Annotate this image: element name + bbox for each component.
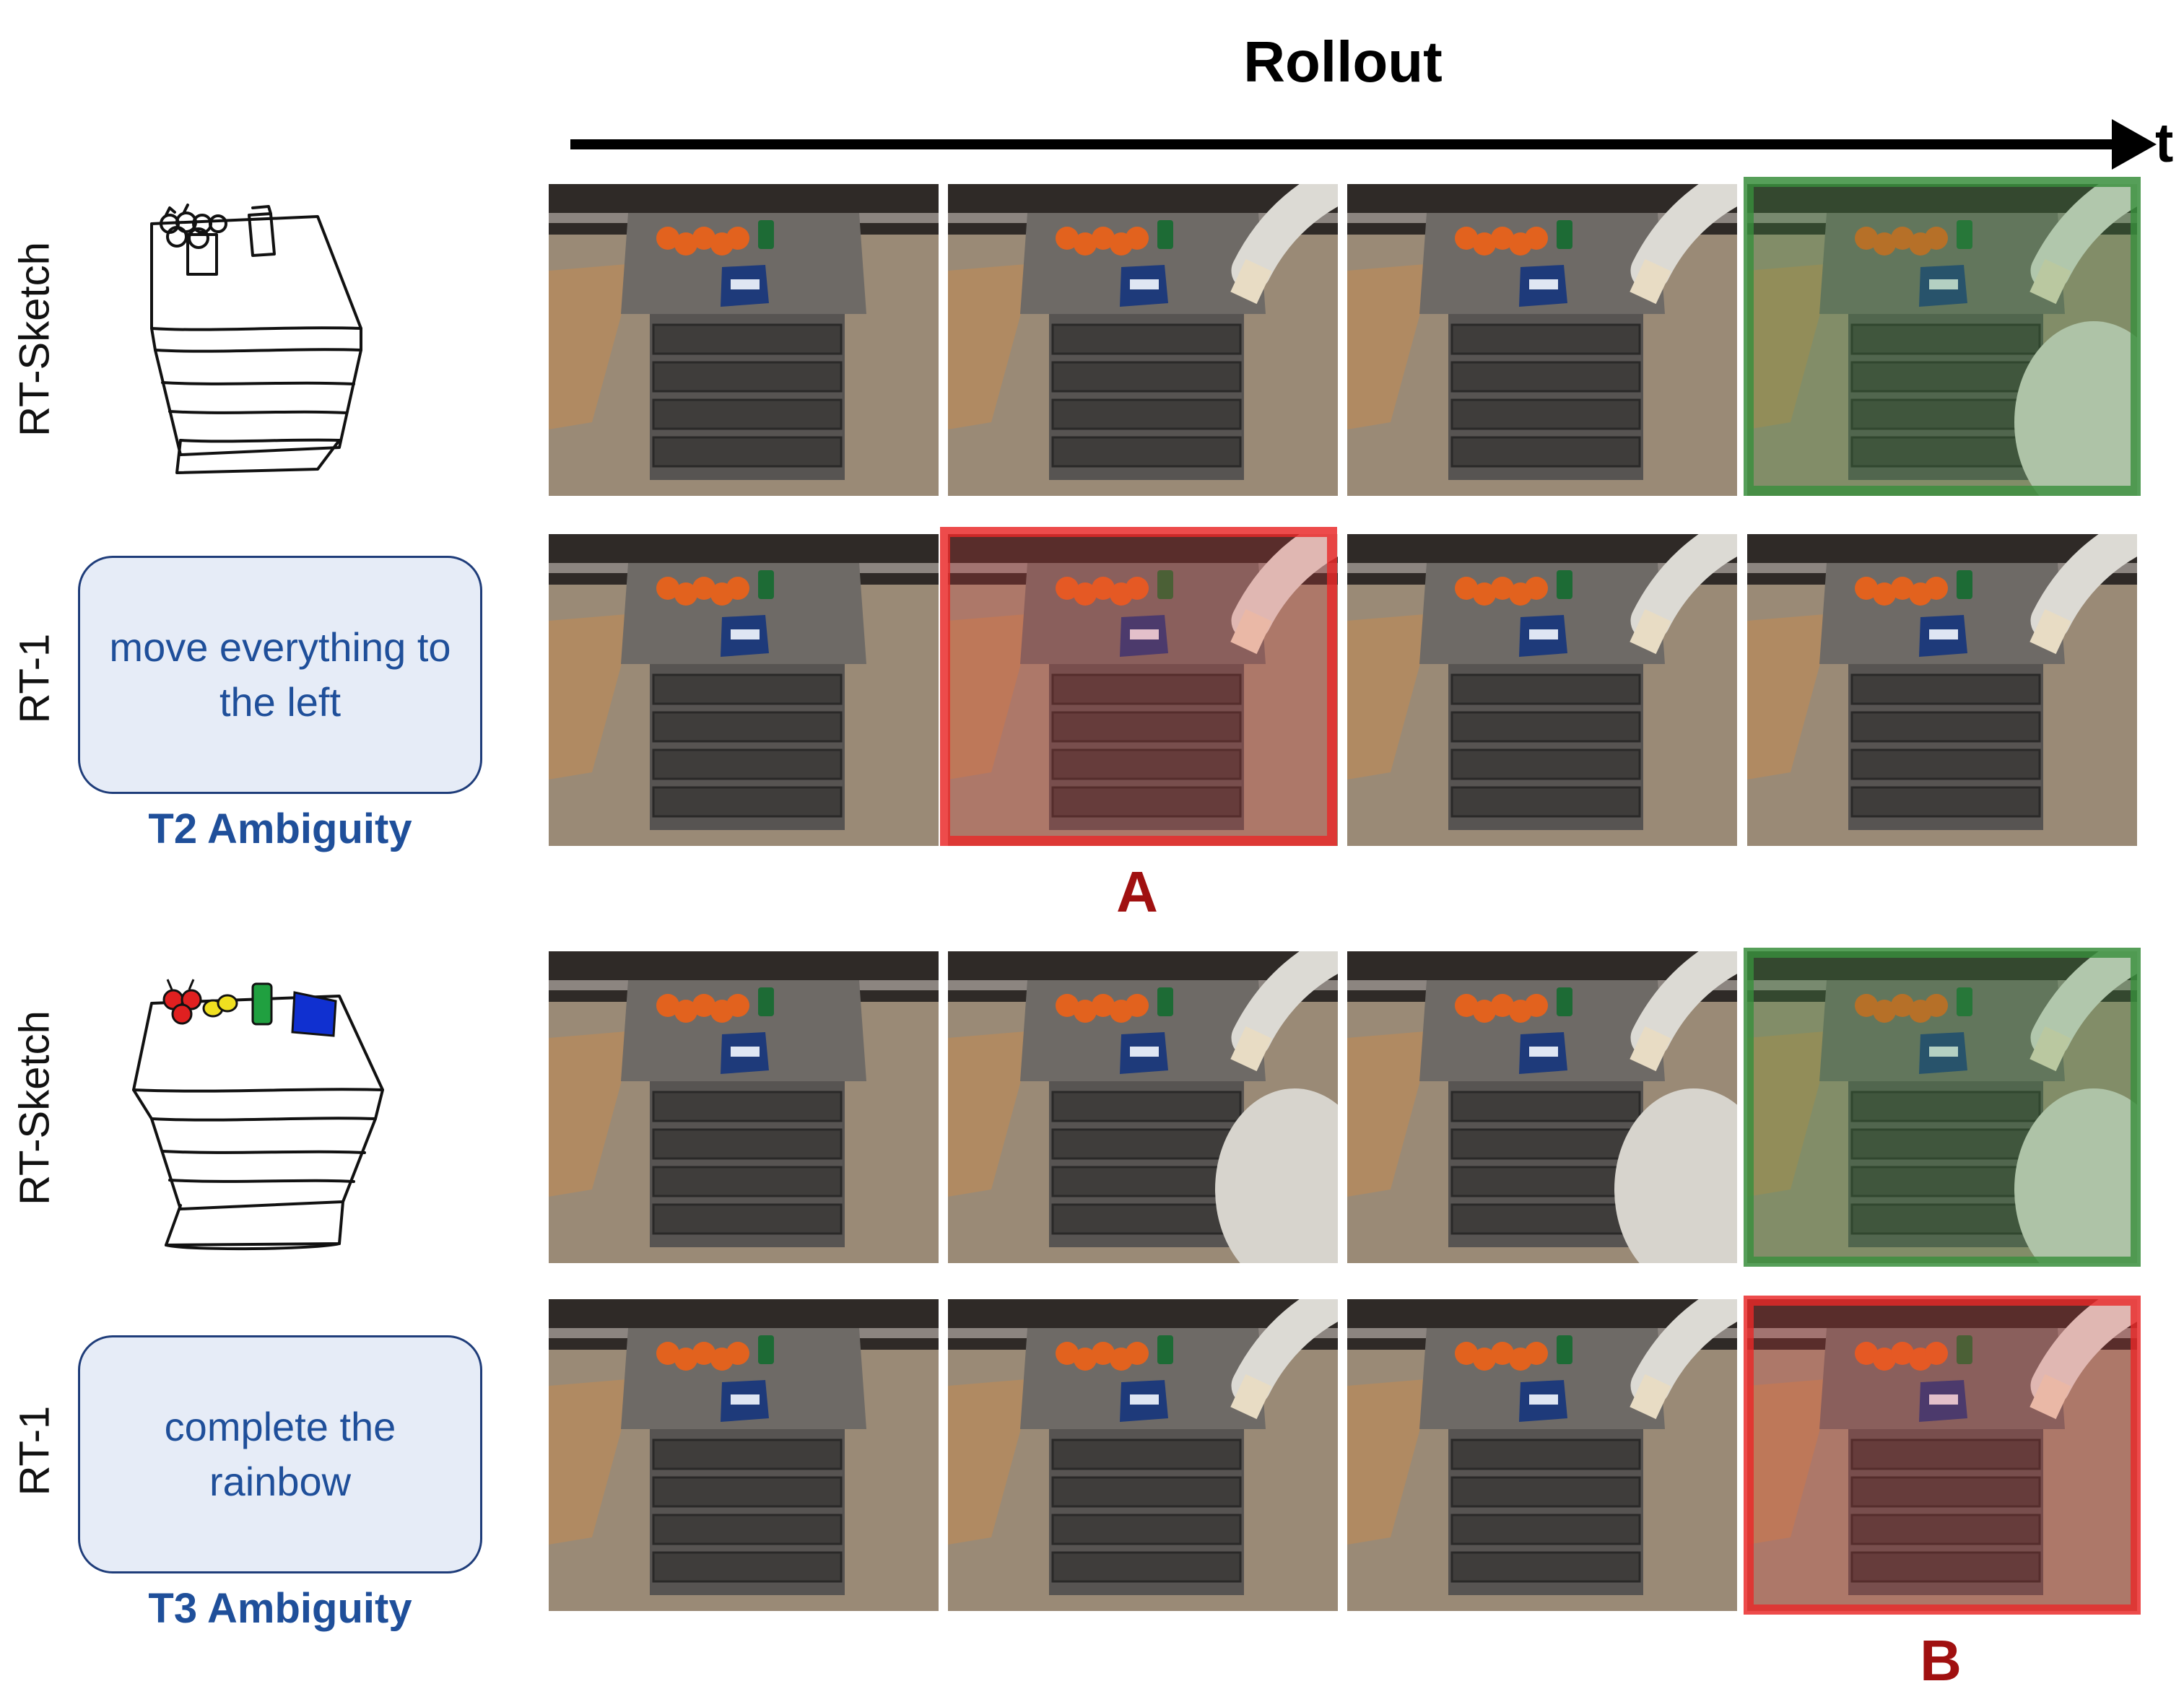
goal-sketch-1: [150, 204, 362, 474]
rollout-frame-r2-c1: [549, 534, 939, 846]
rollout-frame-r4-c4: [1747, 1299, 2137, 1611]
row-label-rt-sketch-2: RT-Sketch: [11, 1010, 58, 1205]
prompt-text-1: move everything to the left: [109, 624, 451, 725]
goal-sketch-2: [132, 979, 384, 1251]
rollout-title: Rollout: [1243, 30, 1443, 94]
row-label-rt1-2: RT-1: [11, 1405, 58, 1496]
rollout-frame-r2-c3: [1347, 534, 1737, 846]
ambiguity-label-t2: T2 Ambiguity: [148, 806, 412, 852]
rollout-frame-r4-c1: [549, 1299, 939, 1611]
rollout-frame-r3-c4: [1747, 951, 2137, 1263]
rollout-frame-r3-c2: [948, 951, 1338, 1263]
rollout-frame-r2-c4: [1747, 534, 2137, 846]
time-axis-label: t: [2155, 113, 2174, 174]
row-label-rt-sketch-1: RT-Sketch: [11, 242, 58, 437]
time-arrow-head-icon: [2112, 119, 2157, 170]
rollout-frame-r3-c3: [1347, 951, 1737, 1263]
rollout-frame-r1-c3: [1347, 184, 1737, 496]
language-prompt-box-2: complete the rainbow: [78, 1335, 482, 1573]
rollout-frame-r1-c1: [549, 184, 939, 496]
time-arrow-line: [570, 139, 2123, 149]
rollout-frame-r3-c1: [549, 951, 939, 1263]
row-label-rt1-1: RT-1: [11, 633, 58, 724]
failure-marker-b: B: [1920, 1628, 1962, 1693]
rollout-frame-r4-c3: [1347, 1299, 1737, 1611]
language-prompt-box-1: move everything to the left: [78, 556, 482, 794]
rollout-frame-r1-c2: [948, 184, 1338, 496]
rollout-frame-r4-c2: [948, 1299, 1338, 1611]
ambiguity-label-t3: T3 Ambiguity: [148, 1585, 412, 1632]
rollout-frame-r1-c4: [1747, 184, 2137, 496]
prompt-text-2: complete the rainbow: [164, 1404, 396, 1504]
failure-marker-a: A: [1116, 860, 1158, 924]
rollout-frame-r2-c2: [948, 534, 1338, 846]
